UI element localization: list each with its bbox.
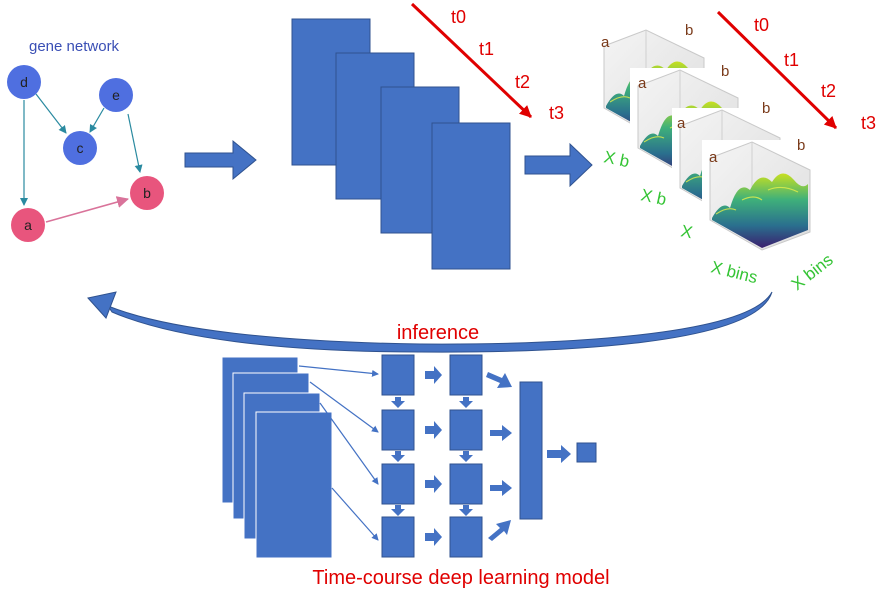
plot4-axis-label-x: X bins [709, 257, 759, 287]
time-label-t2: t2 [515, 72, 530, 92]
surface-plot-stack: a b X b a b X b a b X a b X bins X bins … [595, 10, 876, 294]
node-e-label: e [112, 87, 120, 103]
time2-label-t2: t2 [821, 81, 836, 101]
time-matrix-stack: t0 t1 t2 t3 [291, 2, 564, 270]
node-c [63, 131, 97, 165]
conv-a-3 [381, 463, 415, 505]
down-arrow-a2 [391, 451, 405, 462]
inference-label: inference [397, 322, 479, 344]
node-e [99, 78, 133, 112]
conv-a-4 [381, 516, 415, 558]
node-c-label: c [77, 140, 84, 156]
node-d [7, 65, 41, 99]
input-link-4 [331, 487, 379, 541]
time2-label-t3: t3 [861, 113, 876, 133]
down-arrow-a3 [391, 505, 405, 516]
plot4-axis-label-y: X bins [788, 250, 837, 294]
node-b-label: b [143, 185, 151, 201]
plot1-corner-b: b [685, 22, 693, 39]
right-arrow-3 [425, 475, 442, 493]
right-arrow-1 [425, 366, 442, 384]
plot4-corner-b: b [797, 137, 805, 154]
flow-arrow-2 [524, 142, 593, 188]
time2-label-t0: t0 [754, 15, 769, 35]
time-label-t3: t3 [549, 103, 564, 123]
merge-arrow-2 [490, 425, 512, 441]
plot1-corner-a: a [601, 34, 610, 51]
down-arrow-a1 [391, 397, 405, 408]
input-frame-4 [255, 411, 333, 559]
time-arrow-2 [716, 10, 838, 130]
plot3-corner-a: a [677, 115, 686, 132]
down-arrow-b3 [459, 505, 473, 516]
conv-b-3 [449, 463, 483, 505]
time-label-t0: t0 [451, 7, 466, 27]
input-link-3 [319, 402, 379, 485]
input-link-1 [298, 365, 379, 377]
conv-b-1 [449, 354, 483, 396]
flow-arrow-1 [184, 139, 257, 181]
gene-network-title: gene network [29, 38, 120, 55]
edge-e-b [127, 113, 143, 173]
time-label-t1: t1 [479, 39, 494, 59]
dense-layer [519, 381, 543, 520]
node-d-label: d [20, 74, 28, 90]
model-caption: Time-course deep learning model [312, 567, 609, 589]
conv-b-2 [449, 409, 483, 451]
output-arrow [547, 445, 571, 463]
down-arrow-b1 [459, 397, 473, 408]
right-arrow-2 [425, 421, 442, 439]
conv-b-4 [449, 516, 483, 558]
inference-curve-arrow [106, 291, 773, 353]
node-a-label: a [24, 217, 32, 233]
plot4-corner-a: a [709, 149, 718, 166]
edge-a-b [45, 196, 129, 223]
surface-plot-4 [701, 139, 821, 251]
conv-a-2 [381, 409, 415, 451]
right-arrow-4 [425, 528, 442, 546]
plot1-axis-label: X b [602, 147, 631, 171]
node-b [130, 176, 164, 210]
time-arrow-1 [410, 2, 533, 119]
plot2-corner-a: a [638, 75, 647, 92]
plot2-corner-b: b [721, 63, 729, 80]
merge-arrow-3 [490, 480, 512, 496]
inference-arrowhead [87, 291, 117, 319]
conv-a-1 [381, 354, 415, 396]
input-link-2 [309, 381, 379, 433]
plot2-axis-label: X b [639, 185, 668, 209]
merge-arrow-1 [486, 372, 512, 388]
edge-e-c [89, 107, 105, 133]
deep-learning-model [221, 354, 597, 559]
matrix-t3 [431, 122, 511, 270]
node-a [11, 208, 45, 242]
output-node [576, 442, 597, 463]
time2-label-t1: t1 [784, 50, 799, 70]
gene-network: gene network d e c b a [7, 38, 164, 242]
down-arrow-b2 [459, 451, 473, 462]
plot3-corner-b: b [762, 100, 770, 117]
merge-arrow-4 [488, 520, 511, 541]
edge-d-c [35, 93, 67, 134]
plot3-axis-label: X [679, 221, 694, 242]
